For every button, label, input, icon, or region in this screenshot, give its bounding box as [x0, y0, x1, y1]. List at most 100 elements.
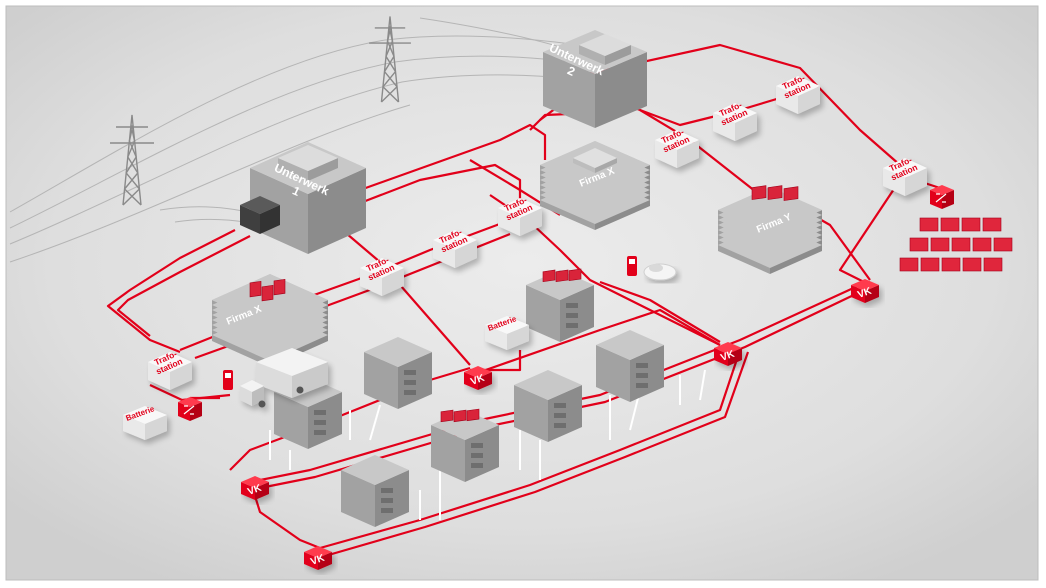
- ev-charger-1: [223, 370, 233, 390]
- vk-box-2-top-face: [714, 342, 742, 354]
- red-cable-11: [559, 43, 901, 166]
- solar-firma-x-left-2: [261, 284, 274, 302]
- solar-house-6-3-face: [466, 408, 480, 422]
- house-2-window-3: [404, 390, 416, 395]
- trafo-station-1-right-face: [170, 362, 192, 390]
- red-cable-23: [324, 351, 750, 558]
- house-2-left-face: [364, 352, 398, 409]
- pylon-1-lattice: [122, 124, 142, 206]
- substation-2-roof-unit: [579, 34, 631, 65]
- house-4: [274, 377, 342, 449]
- solar-field-panel-6: [930, 237, 950, 252]
- house-5-window-3: [554, 423, 566, 428]
- red-cable-22: [319, 349, 742, 550]
- company-x-upper-roof-unit-left-face: [573, 158, 595, 173]
- substation-1-transformer-left-face: [240, 205, 260, 234]
- trafo-station-4-right-face: [520, 208, 542, 236]
- house-1-left-face: [526, 285, 560, 342]
- ev-charger-2: [627, 256, 637, 276]
- trafo-station-5-right-face: [677, 140, 699, 168]
- substation-1-building-right-face: [308, 168, 366, 254]
- house-3-window-1: [636, 363, 648, 368]
- solar-firma-y-2: [767, 185, 783, 200]
- truck-cab: [240, 380, 264, 406]
- house-6-window-1: [471, 443, 483, 448]
- house-5-window-1: [554, 403, 566, 408]
- trafo-station-7: Trafo-station: [776, 73, 820, 114]
- house-4-window-3: [314, 430, 326, 435]
- trafo-station-6: Trafo-station: [713, 100, 757, 141]
- pylon-group: [110, 16, 411, 206]
- trafo-station-8-left-face: [883, 168, 905, 196]
- trafo-station-1-top-face: [148, 352, 192, 372]
- company-x-upper-floor-8-top-face: [540, 176, 650, 224]
- inverter-1-top-face: [178, 397, 202, 407]
- house-5-window-2: [554, 413, 566, 418]
- company-x-upper-roof-unit-right-face: [595, 158, 617, 173]
- trafo-station-5: Trafo-station: [655, 127, 699, 168]
- substation-1-transformer: [240, 196, 280, 234]
- trafo-station-7-left-face: [776, 86, 798, 114]
- solar-house-6-3: [466, 408, 480, 422]
- company-x-upper-building: [540, 141, 650, 230]
- vk-box-3: VK: [464, 366, 492, 390]
- house-3-window-2: [636, 373, 648, 378]
- truck-wheel-rear: [296, 386, 304, 394]
- company-x-left-building: [212, 274, 328, 367]
- power-line-4: [9, 104, 411, 263]
- service-line-12: [699, 369, 706, 401]
- solar-field-panel-3: [961, 217, 981, 232]
- pylon-1: [110, 114, 154, 206]
- substation-1-roof-unit: [278, 145, 338, 181]
- house-1-window-1: [566, 303, 578, 308]
- house-1-window-3: [566, 323, 578, 328]
- trafo-station-6-top-face: [713, 103, 757, 123]
- solar-firma-y-1: [751, 185, 767, 200]
- ground-plane: [5, 5, 1039, 581]
- company-x-upper-floor-8: [540, 176, 650, 230]
- company-x-upper-roof-unit-top-face: [573, 148, 617, 168]
- red-cable-1: [106, 229, 236, 354]
- red-cable-3: [359, 123, 547, 192]
- house-5-top-face: [514, 370, 582, 400]
- inverter-2-top-face: [930, 185, 954, 195]
- trafo-station-2-left-face: [360, 268, 382, 296]
- truck-cab-top-face: [240, 380, 264, 392]
- house-5-left-face: [514, 385, 548, 442]
- house-6-window-3: [471, 463, 483, 468]
- solar-field-panel-10: [899, 257, 919, 272]
- red-cable-4: [354, 163, 522, 207]
- truck-trailer-left-face: [256, 362, 292, 398]
- building-group: [212, 30, 822, 527]
- inverter-2-symbol: [935, 193, 947, 203]
- house-2-window-1: [404, 370, 416, 375]
- trafo-station-2-right-face: [382, 268, 404, 296]
- ev-charger-1-screen: [225, 373, 231, 378]
- inverter-1-symbol: [183, 405, 195, 415]
- solar-house-1-2-face: [555, 269, 569, 283]
- substation-2-roof-unit-left-face: [579, 45, 605, 65]
- solar-firma-x-left-3-face: [273, 278, 286, 296]
- solar-field-panel-1: [919, 217, 939, 232]
- trafo-station-2-top-face: [360, 258, 404, 278]
- truck-wheel-front: [258, 400, 266, 408]
- company-x-upper-floor-8-right-face: [595, 200, 650, 230]
- solar-firma-x-left-1-face: [249, 280, 262, 298]
- house-4-left-face: [274, 392, 308, 449]
- pylon-2-legs: [380, 16, 400, 103]
- house-3-window-3: [636, 383, 648, 388]
- company-y-building: [718, 187, 822, 274]
- power-line-1: [9, 35, 641, 213]
- house-1-window-2: [566, 313, 578, 318]
- trafo-station-3-top-face: [433, 230, 477, 250]
- vk-box-1-top-face: [851, 279, 879, 291]
- house-2: [364, 337, 432, 409]
- company-x-upper-roof-unit: [573, 148, 617, 173]
- trafo-station-5-left-face: [655, 140, 677, 168]
- solar-field-panel-12: [941, 257, 961, 272]
- company-x-left-floor-8-top-face: [212, 309, 328, 361]
- vk-box-4-label: VK: [246, 482, 264, 497]
- trafo-station-8-top-face: [883, 158, 927, 178]
- house-3-top-face: [596, 330, 664, 360]
- house-2-top-face: [364, 337, 432, 367]
